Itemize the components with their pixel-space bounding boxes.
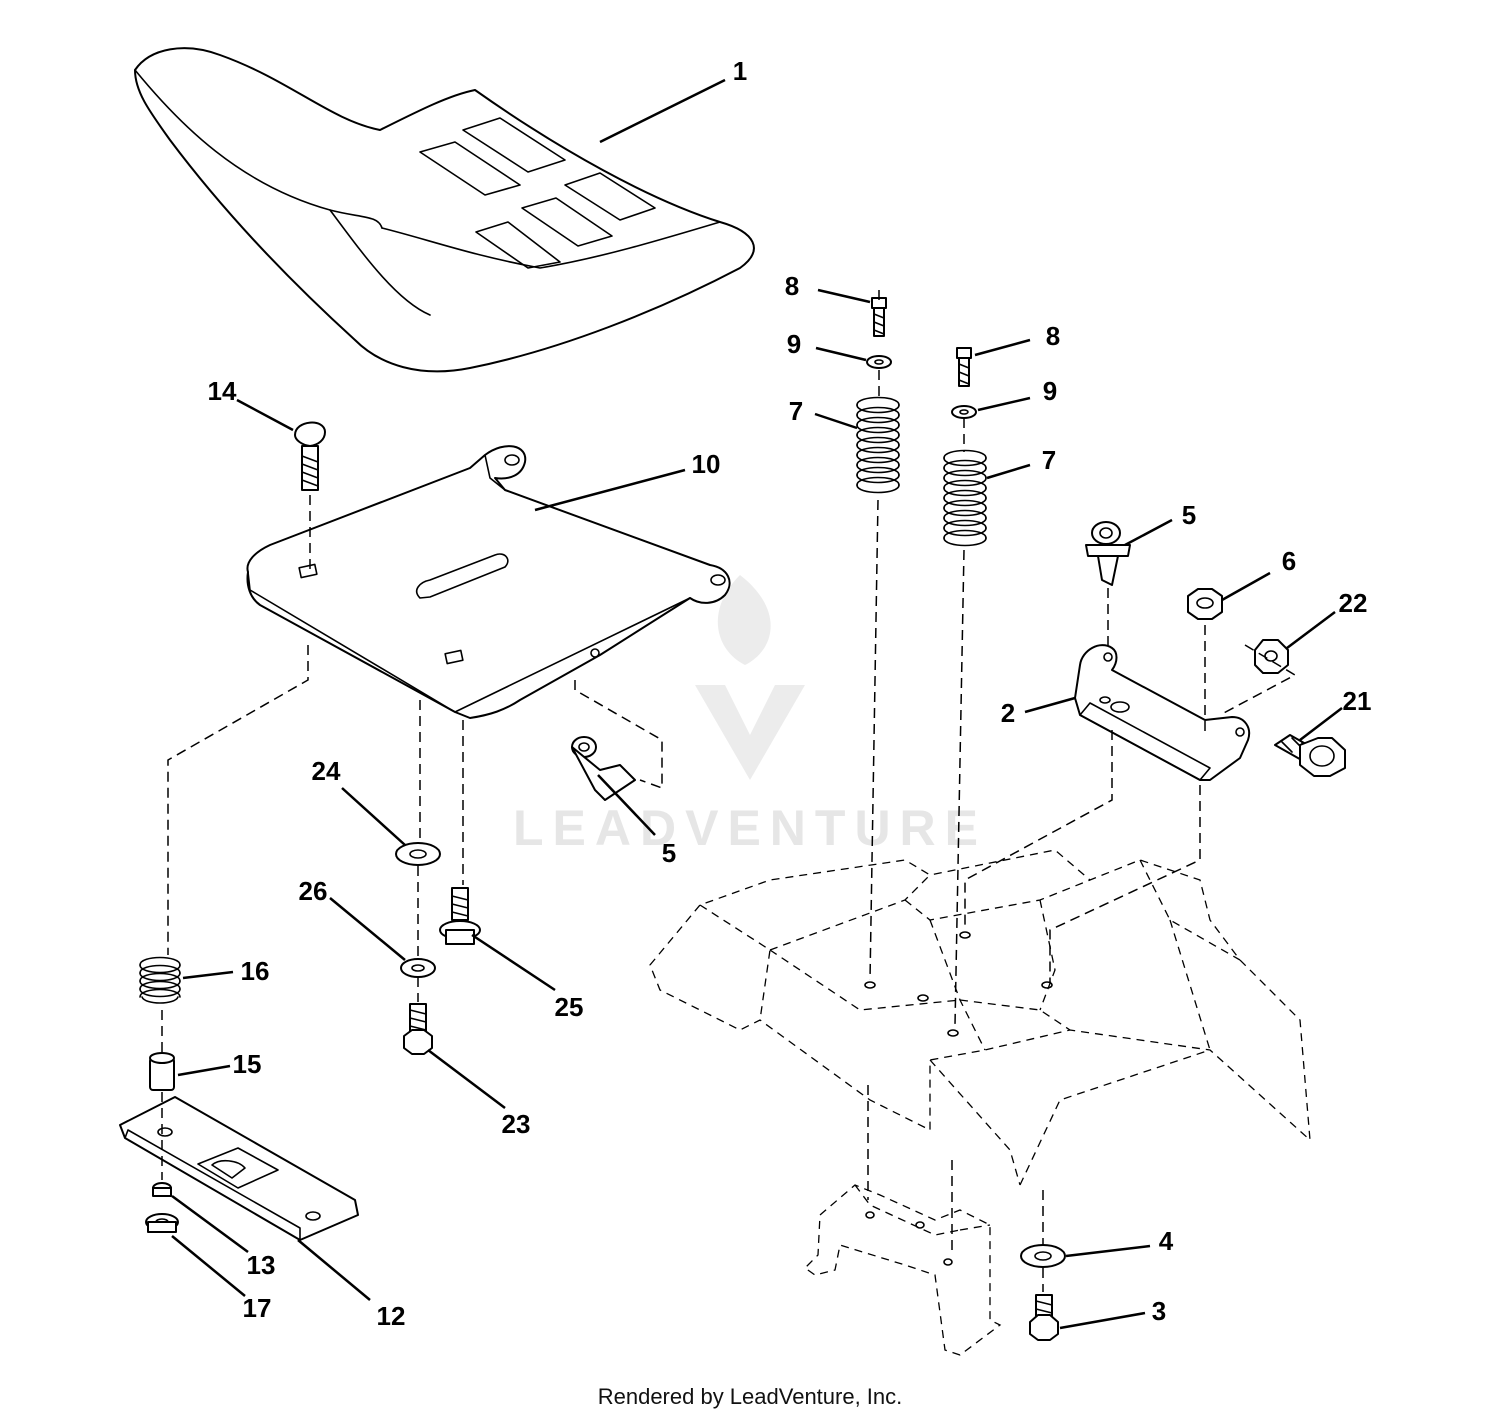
spring-part-7a (856, 396, 900, 494)
callout-15: 15 (233, 1049, 262, 1079)
callout-6: 6 (1282, 546, 1296, 576)
clip-part-5-left (571, 736, 636, 801)
washer-part-26 (400, 958, 436, 978)
callout-9b: 9 (1043, 376, 1057, 406)
clip-part-5-right (1085, 521, 1131, 586)
callout-22: 22 (1339, 588, 1368, 618)
callouts: 1 14 10 8 9 7 8 9 7 5 6 22 21 2 5 24 26 (171, 56, 1372, 1331)
callout-10: 10 (692, 449, 721, 479)
lock-nut-part-6 (1187, 588, 1223, 620)
callout-23: 23 (502, 1109, 531, 1139)
assembly-lines (161, 290, 1297, 1292)
bracket-part-2 (1074, 644, 1251, 781)
watermark-text: LEADVENTURE (513, 800, 987, 856)
callout-21: 21 (1343, 686, 1372, 716)
callout-9a: 9 (787, 329, 801, 359)
washer-part-4 (1020, 1244, 1066, 1268)
hex-bolt-part-21 (1274, 734, 1346, 777)
washer-part-9a (866, 355, 892, 369)
seat-pan-part-10 (246, 445, 731, 719)
callout-26: 26 (299, 876, 328, 906)
nut-part-22 (1254, 639, 1289, 674)
callout-16: 16 (241, 956, 270, 986)
callout-12: 12 (377, 1301, 406, 1331)
carriage-bolt-part-14 (294, 421, 326, 491)
spring-part-16 (139, 956, 181, 1004)
callout-13: 13 (247, 1250, 276, 1280)
nut-part-13 (152, 1182, 172, 1197)
callout-8b: 8 (1046, 321, 1060, 351)
bolt-part-8b (956, 347, 972, 387)
plate-part-12 (119, 1096, 359, 1241)
footer-credit: Rendered by LeadVenture, Inc. (597, 1384, 903, 1409)
seat-part-1 (134, 47, 755, 373)
washer-part-24 (395, 842, 441, 866)
callout-5-right: 5 (1182, 500, 1196, 530)
callout-7a: 7 (789, 396, 803, 426)
bushing-part-15 (149, 1052, 175, 1091)
spring-part-7b (943, 449, 987, 547)
leadventure-watermark: LEADVENTURE (513, 575, 987, 856)
callout-14: 14 (208, 376, 237, 406)
hex-bolt-part-3 (1029, 1294, 1059, 1341)
callout-24: 24 (312, 756, 341, 786)
callout-17: 17 (243, 1293, 272, 1323)
callout-1: 1 (733, 56, 747, 86)
callout-3: 3 (1152, 1296, 1166, 1326)
callout-4: 4 (1159, 1226, 1174, 1256)
tractor-frame-phantom (649, 849, 1311, 1356)
callout-8a: 8 (785, 271, 799, 301)
callout-25: 25 (555, 992, 584, 1022)
flange-nut-part-17 (145, 1213, 179, 1233)
callout-5-left: 5 (662, 838, 676, 868)
callout-7b: 7 (1042, 445, 1056, 475)
callout-2: 2 (1001, 698, 1015, 728)
bolt-part-8a (871, 297, 887, 337)
washer-part-9b (951, 405, 977, 419)
hex-bolt-part-23 (403, 1003, 433, 1055)
